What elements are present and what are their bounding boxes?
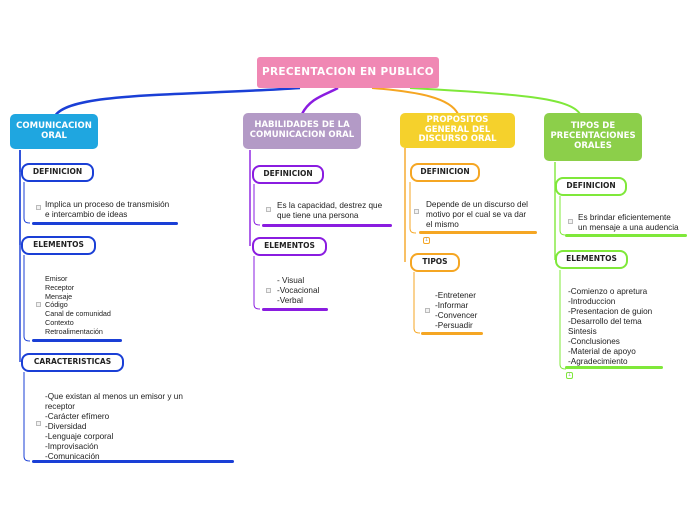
- subtopic-comunicacion-elementos[interactable]: ELEMENTOS: [21, 236, 96, 255]
- leaf-tipos-elementos[interactable]: -Comienzo o apretura -Introduccion -Pres…: [568, 287, 653, 366]
- leaf-comunicacion-definicion[interactable]: Implica un proceso de transmisión e inte…: [45, 200, 170, 219]
- link-central-tipos: [409, 87, 581, 115]
- topic-propositos-discurso-oral[interactable]: PROPOSITOS GENERAL DEL DISCURSO ORAL: [400, 113, 515, 148]
- collapse-marker-icon[interactable]: 1: [423, 237, 430, 244]
- leaf-habilidades-definicion[interactable]: Es la capacidad, destrez que que tiene u…: [277, 201, 383, 220]
- leaf-bullet-icon: [266, 288, 271, 293]
- link-com-def-leaf: [23, 182, 31, 224]
- leaf-bullet-icon: [414, 209, 419, 214]
- leaf-bullet-icon: [568, 219, 573, 224]
- link-central-habilidades: [300, 86, 339, 115]
- leaf-underline: [262, 224, 392, 227]
- leaf-bullet-icon: [36, 421, 41, 426]
- subtopic-comunicacion-caracteristicas[interactable]: CARACTERISTICAS: [21, 353, 124, 372]
- leaf-underline: [419, 231, 537, 234]
- link-tip-ele-leaf: [559, 270, 567, 370]
- topic-habilidades-comunicacion-oral[interactable]: HABILIDADES DE LA COMUNICACION ORAL: [243, 113, 361, 149]
- leaf-bullet-icon: [425, 308, 430, 313]
- topic-comunicacion-oral[interactable]: COMUNICACION ORAL: [10, 114, 98, 149]
- subtopic-propositos-tipos[interactable]: TIPOS: [410, 253, 460, 272]
- link-pro-def-leaf: [409, 182, 417, 234]
- leaf-propositos-definicion[interactable]: Depende de un discurso del motivo por el…: [426, 200, 528, 229]
- leaf-underline: [565, 366, 663, 369]
- subtopic-propositos-definicion[interactable]: DEFINICION: [410, 163, 480, 182]
- collapse-marker-icon[interactable]: 1: [566, 372, 573, 379]
- leaf-propositos-tipos[interactable]: -Entretener -Informar -Convencer -Persua…: [435, 291, 478, 330]
- topic-tipos-precentaciones-orales[interactable]: TIPOS DE PRECENTACIONES ORALES: [544, 113, 642, 161]
- subtopic-habilidades-definicion[interactable]: DEFINICION: [252, 165, 324, 184]
- link-pro-tip-leaf: [413, 272, 421, 334]
- subtopic-habilidades-elementos[interactable]: ELEMENTOS: [252, 237, 327, 256]
- leaf-comunicacion-elementos[interactable]: Emisor Receptor Mensaje Código Canal de …: [45, 274, 111, 336]
- leaf-underline: [32, 339, 122, 342]
- link-hab-ele-leaf: [253, 256, 261, 310]
- subtopic-tipos-elementos[interactable]: ELEMENTOS: [555, 250, 628, 269]
- leaf-underline: [32, 222, 178, 225]
- leaf-bullet-icon: [36, 302, 41, 307]
- subtopic-tipos-definicion[interactable]: DEFINICION: [555, 177, 627, 196]
- leaf-underline: [262, 308, 328, 311]
- link-com-ele-leaf: [23, 255, 31, 342]
- link-hab-def-leaf: [253, 184, 261, 226]
- leaf-habilidades-elementos[interactable]: - Visual -Vocacional -Verbal: [277, 276, 320, 305]
- subtopic-comunicacion-definicion[interactable]: DEFINICION: [21, 163, 94, 182]
- leaf-underline: [565, 234, 687, 237]
- leaf-underline: [32, 460, 234, 463]
- central-topic[interactable]: PRECENTACION EN PUBLICO: [257, 57, 439, 88]
- link-tip-def-leaf: [559, 196, 567, 236]
- leaf-tipos-definicion[interactable]: Es brindar eficientemente un mensaje a u…: [578, 213, 679, 232]
- link-com-car-leaf: [23, 372, 31, 462]
- leaf-underline: [421, 332, 483, 335]
- link-central-propositos: [371, 87, 459, 115]
- leaf-bullet-icon: [266, 207, 271, 212]
- leaf-bullet-icon: [36, 205, 41, 210]
- leaf-comunicacion-caracteristicas[interactable]: -Que existan al menos un emisor y un rec…: [45, 392, 183, 461]
- link-central-comunicacion: [53, 86, 301, 117]
